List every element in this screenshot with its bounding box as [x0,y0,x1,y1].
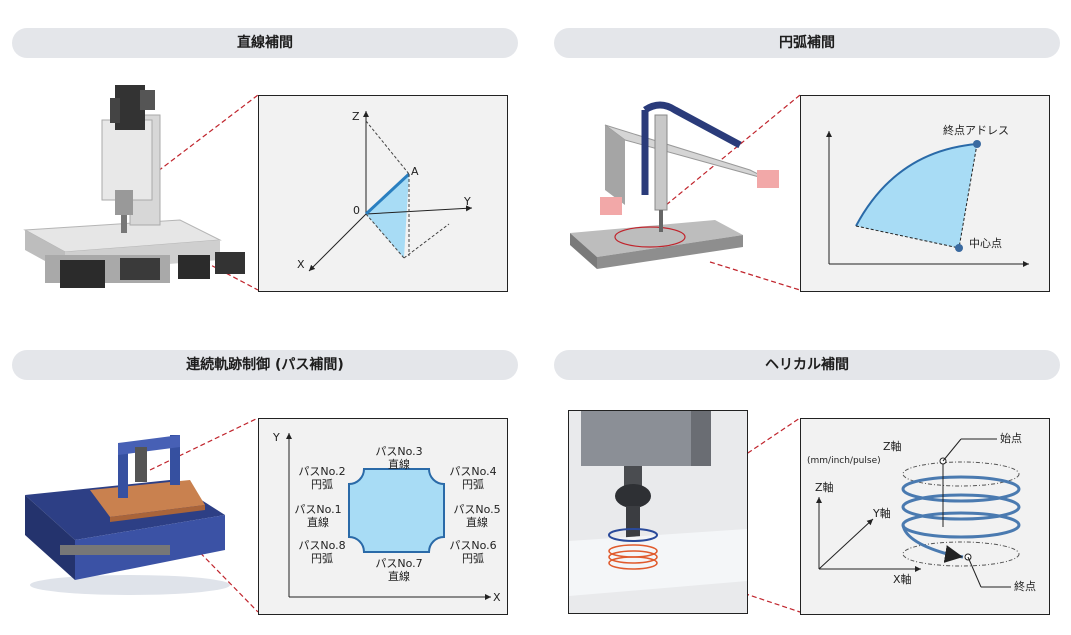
unit-label: (mm/inch/pulse) [807,456,881,466]
path-no2-type: 円弧 [311,478,333,491]
helical-tool-illustration [568,410,748,614]
path-no4-type: 円弧 [462,478,484,491]
cnc-milling-machine-illustration [23,85,245,288]
arc-interpolation-diagram: 終点アドレス 中心点 [800,95,1050,292]
gantry-robot-illustration [570,101,779,269]
origin-label: 0 [353,204,360,217]
path-no2-label: パスNo.2 [298,465,346,478]
path-no1-type: 直線 [307,516,329,529]
path-interpolation-header: 連続軌跡制御 (パス補間) [12,350,518,380]
x-axis-label: X [297,258,305,271]
z-axis-label: Z軸 [815,481,834,494]
helical-interpolation-diagram: Z軸 (mm/inch/pulse) Z軸 Y軸 X軸 始点 終点 [800,418,1050,615]
path-no6-type: 円弧 [462,552,484,565]
path-interpolation-diagram: パスNo.3 直線 パスNo.2 円弧 パスNo.4 円弧 パスNo.1 直線 … [258,418,508,615]
x-axis-label: X [493,591,501,604]
start-point-label: 始点 [1000,432,1022,445]
path-no7-type: 直線 [388,570,410,583]
path-no3-type: 直線 [388,458,410,471]
end-point-label: 終点 [1014,580,1036,593]
path-no1-label: パスNo.1 [294,503,342,516]
y-axis-label: Y [464,195,471,208]
helical-interpolation-header: ヘリカル補間 [554,350,1060,380]
path-no8-type: 円弧 [311,552,333,565]
z-axis-label: Z [352,110,360,123]
path-no7-label: パスNo.7 [375,557,423,570]
center-point-label: 中心点 [969,237,1002,250]
path-no4-label: パスNo.4 [449,465,497,478]
linear-interpolation-diagram: Z Y X 0 A [258,95,508,292]
y-axis-label: Y軸 [873,507,891,520]
z-axis-top-label: Z軸 [883,440,902,453]
path-no6-label: パスNo.6 [449,539,497,552]
y-axis-label: Y [273,431,280,444]
path-no5-label: パスNo.5 [453,503,501,516]
linear-interpolation-header: 直線補間 [12,28,518,58]
path-no8-label: パスNo.8 [298,539,346,552]
point-a-label: A [411,165,419,178]
arc-interpolation-header: 円弧補間 [554,28,1060,58]
x-axis-label: X軸 [893,573,912,586]
end-address-label: 終点アドレス [943,124,1009,137]
path-no5-type: 直線 [466,516,488,529]
path-no3-label: パスNo.3 [375,445,423,458]
cnc-router-illustration [25,435,230,595]
